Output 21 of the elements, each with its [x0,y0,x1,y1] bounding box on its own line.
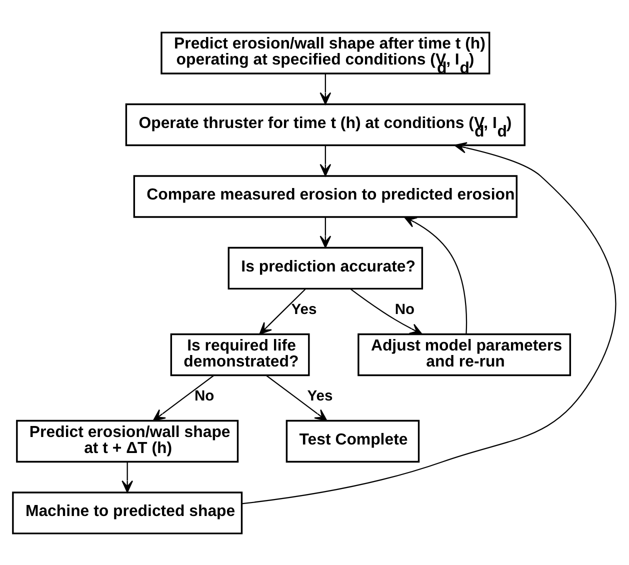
node-box: Adjust model parameters and re-run [358,332,572,376]
arrow [266,374,328,421]
edge-label: No [194,388,214,404]
node-box: Is prediction accurate? [228,246,424,290]
edge-label: Yes [307,388,333,404]
node-box: Machine to predicted shape [12,491,243,534]
arrow [320,73,332,104]
edge-label: Yes [291,302,317,318]
arrow [122,462,134,492]
arrow [320,145,332,176]
node-box: Predict erosion/wall shape at t + ΔT (h) [16,419,239,462]
node-box: Is required life demonstrated? [170,332,310,376]
arrow [152,374,214,421]
arrow [259,288,306,334]
arrow [350,288,422,334]
arrow [404,216,468,334]
node-box: Test Complete [286,419,420,462]
node-box: Compare measured erosion to predicted erosion [133,174,518,218]
arrow [242,142,616,504]
edge-label: No [394,302,415,318]
arrow [320,216,332,248]
